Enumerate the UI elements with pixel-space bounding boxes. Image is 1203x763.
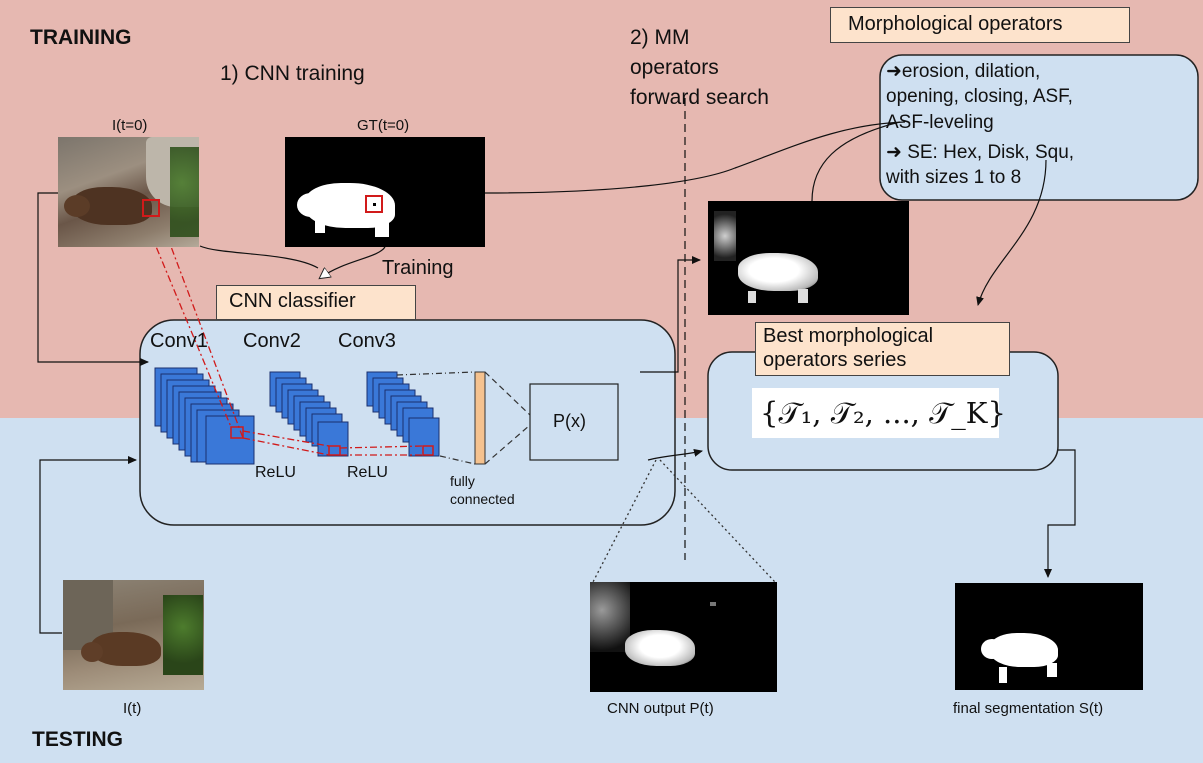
gt-image-t0	[285, 137, 485, 247]
morph-line4: ➜ SE: Hex, Disk, Squ,	[886, 142, 1075, 163]
gt-t0-caption: GT(t=0)	[357, 117, 410, 134]
conv2-stack	[269, 371, 349, 457]
prob-label: P(x)	[553, 411, 586, 431]
testing-section-title: TESTING	[32, 728, 124, 751]
cnn-output-image	[590, 582, 777, 692]
morph-title-label-box	[830, 7, 1130, 43]
input-arrow-testing	[39, 456, 137, 634]
input-image-t	[63, 580, 204, 690]
gt-to-morph-curve	[484, 121, 906, 194]
morph-to-best-arrow	[976, 159, 1047, 306]
step1-title: 1) CNN training	[220, 62, 365, 85]
conv1-label: Conv1	[150, 330, 208, 352]
fc-label-line2: connected	[450, 491, 515, 507]
bear-head	[64, 195, 90, 217]
cnn-classifier-label-box	[216, 285, 416, 320]
training-label: Training	[382, 257, 454, 279]
fully-connected-layer	[474, 371, 486, 465]
probability-box	[529, 383, 619, 461]
formula-strip	[752, 388, 999, 438]
best-title-label-box	[755, 322, 1010, 376]
red-patch-marker	[142, 199, 160, 217]
input-t-caption: I(t)	[123, 700, 142, 717]
training-arrow-right	[320, 246, 386, 278]
red-patch-marker-gt	[365, 195, 383, 213]
conv2-label: Conv2	[243, 330, 301, 352]
cnn-classifier-label: CNN classifier	[229, 290, 356, 312]
receptive-field-lines	[144, 219, 424, 456]
cnn-to-best-arrow	[647, 448, 703, 461]
input-t0-caption: I(t=0)	[112, 117, 148, 134]
final-seg-caption: final segmentation S(t)	[953, 700, 1104, 717]
conv3-label: Conv3	[338, 330, 396, 352]
morph-line5: with sizes 1 to 8	[886, 167, 1022, 188]
training-arrow-left	[199, 245, 319, 269]
step2-title-line3: forward search	[630, 86, 769, 109]
morph-line2: opening, closing, ASF,	[886, 86, 1073, 107]
input-image-t0	[58, 137, 199, 247]
step2-title-line1: 2) MM	[630, 26, 690, 49]
morph-title: Morphological operators	[848, 13, 1063, 35]
relu1-label: ReLU	[255, 464, 296, 481]
training-output-image	[708, 201, 909, 315]
cnn-to-output-arrow	[640, 256, 701, 373]
foliage-shape	[170, 147, 199, 237]
training-section-title: TRAINING	[30, 26, 132, 49]
final-segmentation-image	[955, 583, 1143, 690]
conv3-stack	[366, 371, 440, 457]
conv1-stack	[154, 367, 255, 465]
morph-line3: ASF-leveling	[886, 112, 994, 133]
cnn-output-caption: CNN output P(t)	[607, 700, 714, 717]
step2-title-line2: operators	[630, 56, 719, 79]
best-to-final-arrow	[1044, 449, 1076, 578]
best-title-line2: operators series	[763, 349, 907, 371]
morph-line1: ➜erosion, dilation,	[886, 61, 1041, 82]
relu2-label: ReLU	[347, 464, 388, 481]
morph-to-output-curve	[811, 121, 901, 202]
best-title-line1: Best morphological	[763, 325, 934, 347]
fc-label-line1: fully	[450, 473, 475, 489]
best-formula: {𝒯₁, 𝒯₂, ..., 𝒯_K}	[760, 396, 1006, 430]
input-arrow-training	[37, 192, 149, 366]
